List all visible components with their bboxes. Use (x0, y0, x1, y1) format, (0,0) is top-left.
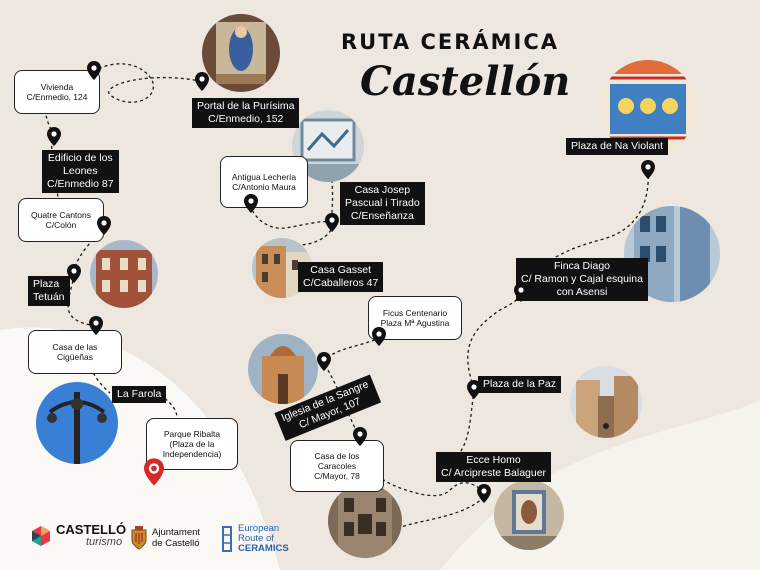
city-name: Castellón (360, 58, 571, 105)
location-pin-icon[interactable] (97, 216, 111, 235)
tag-portal-purisima: Portal de la Purísima C/Enmedio, 152 (192, 98, 300, 128)
ajuntament-line-2: de Castelló (152, 538, 200, 549)
location-pin-icon[interactable] (325, 213, 339, 232)
route-line-2: Route of (238, 533, 274, 544)
tag-la-farola: La Farola (112, 386, 167, 403)
location-pin-icon[interactable] (353, 427, 367, 446)
location-pin-icon[interactable] (641, 160, 655, 179)
tag-casa-gasset: Casa Gasset C/Caballeros 47 (298, 262, 384, 292)
castello-brand-name: CASTELLÓ (56, 522, 127, 537)
european-route-ceramics-logo: European Route of CERAMICS (220, 524, 289, 554)
route-line-3: CERAMICS (238, 543, 289, 554)
photo-casa-caracoles (328, 484, 402, 558)
location-pin-icon[interactable] (195, 72, 209, 91)
route-title: RUTA CERÁMICA (340, 30, 560, 54)
photo-ecce-homo (494, 480, 564, 550)
location-pin-icon[interactable] (87, 61, 101, 80)
box-quatre-cantons: Quatre Cantons C/Colón (18, 198, 104, 242)
tag-finca-diago: Finca Diago C/ Ramon y Cajal esquina con… (516, 258, 648, 301)
box-vivienda: Vivienda C/Enmedio, 124 (14, 70, 100, 114)
photo-plaza-paz (570, 366, 642, 438)
tag-ecce-homo: Ecce Homo C/ Arcipreste Balaguer (436, 452, 552, 482)
tag-plaza-na-violant: Plaza de Na Violant (566, 138, 669, 155)
ajuntament-line-1: Ajuntament (152, 527, 201, 538)
location-pin-icon[interactable] (89, 316, 103, 335)
location-pin-icon[interactable] (514, 283, 528, 302)
photo-la-farola (36, 382, 118, 464)
box-antigua-lecheria: Antigua Lechería C/Antonio Maura (220, 156, 308, 208)
box-casa-ciguenas: Casa de las Cigüeñas (28, 330, 122, 374)
photo-iglesia-sangre (248, 334, 318, 404)
castello-logo-icon (30, 524, 52, 548)
castello-turismo-logo: CASTELLÓ turismo (30, 522, 127, 548)
box-parque-ribalta: Parque Ribalta (Plaza de la Independenci… (146, 418, 238, 470)
location-pin-icon[interactable] (477, 484, 491, 503)
ajuntament-logo: Ajuntament de Castelló (130, 526, 200, 550)
route-line-1: European (238, 523, 280, 534)
location-pin-icon[interactable] (372, 327, 386, 346)
location-pin-icon[interactable] (467, 380, 481, 399)
location-pin-icon[interactable] (67, 264, 81, 283)
box-casa-caracoles: Casa de los Caracoles C/Mayor, 78 (290, 440, 384, 492)
ajuntament-crest-icon (130, 526, 148, 550)
location-pin-icon[interactable] (47, 127, 61, 146)
location-pin-icon[interactable] (317, 352, 331, 371)
tag-casa-josep: Casa Josep Pascual i Tirado C/Enseñanza (340, 182, 425, 225)
tag-plaza-tetuan: Plaza Tetuán (28, 276, 70, 306)
start-pin-icon[interactable] (144, 458, 164, 486)
photo-portal-purisima (202, 14, 280, 92)
location-pin-icon[interactable] (244, 194, 258, 213)
ceramics-route-icon (220, 525, 234, 553)
turismo-label: turismo (86, 536, 123, 548)
tag-plaza-paz: Plaza de la Paz (478, 376, 561, 393)
photo-edificio-leones (90, 240, 158, 308)
photo-plaza-na-violant (600, 60, 696, 156)
tag-edificio-leones: Edificio de los Leones C/Enmedio 87 (42, 150, 119, 193)
